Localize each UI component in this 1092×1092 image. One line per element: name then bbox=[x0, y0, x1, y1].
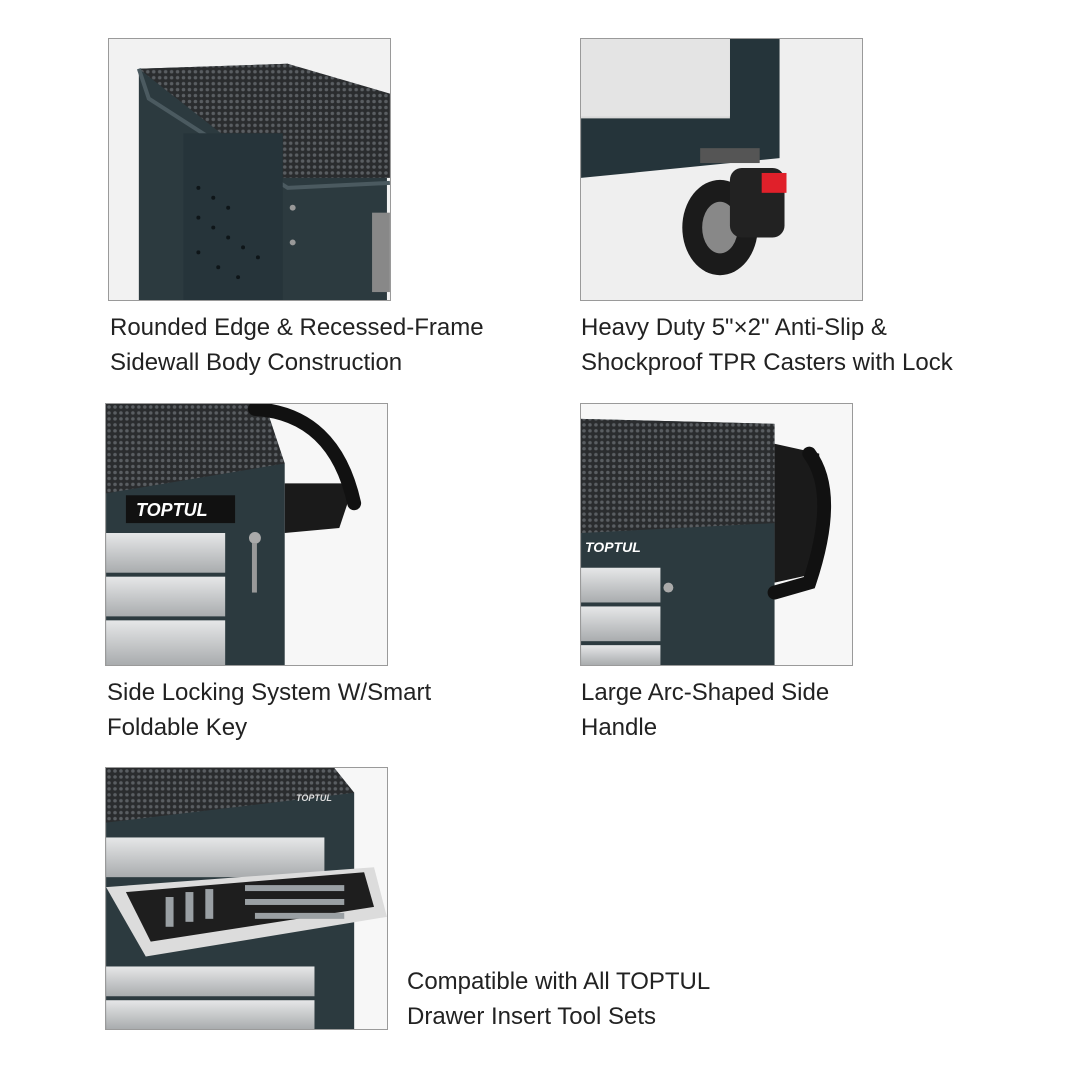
feature-caption: Compatible with All TOPTUL Drawer Insert… bbox=[407, 964, 710, 1034]
caption-line: Heavy Duty 5"×2" Anti-Slip & bbox=[581, 314, 887, 341]
toptul-logo: TOPTUL bbox=[296, 793, 332, 803]
side-lock-photo: TOPTUL bbox=[105, 403, 388, 666]
caption-line: Rounded Edge & Recessed-Frame bbox=[110, 314, 484, 341]
caption-line: Sidewall Body Construction bbox=[110, 349, 403, 376]
caption-line: Foldable Key bbox=[107, 714, 248, 741]
toptul-logo: TOPTUL bbox=[585, 539, 641, 555]
caption-line: Drawer Insert Tool Sets bbox=[407, 1003, 656, 1030]
feature-caption: Side Locking System W/Smart Foldable Key bbox=[107, 675, 431, 745]
side-handle-photo: TOPTUL bbox=[580, 403, 853, 666]
caption-line: Side Locking System W/Smart bbox=[107, 679, 432, 706]
feature-caption: Large Arc-Shaped Side Handle bbox=[581, 675, 829, 745]
caption-line: Shockproof TPR Casters with Lock bbox=[581, 349, 953, 376]
toptul-logo: TOPTUL bbox=[136, 500, 208, 520]
caption-line: Compatible with All TOPTUL bbox=[407, 968, 711, 995]
caster-wheel-photo bbox=[580, 38, 863, 301]
feature-caption: Rounded Edge & Recessed-Frame Sidewall B… bbox=[110, 310, 484, 380]
rounded-edge-frame-photo bbox=[108, 38, 391, 301]
drawer-insert-photo: TOPTUL bbox=[105, 767, 388, 1030]
caption-line: Handle bbox=[581, 714, 658, 741]
caption-line: Large Arc-Shaped Side bbox=[581, 679, 830, 706]
feature-caption: Heavy Duty 5"×2" Anti-Slip & Shockproof … bbox=[581, 310, 953, 380]
